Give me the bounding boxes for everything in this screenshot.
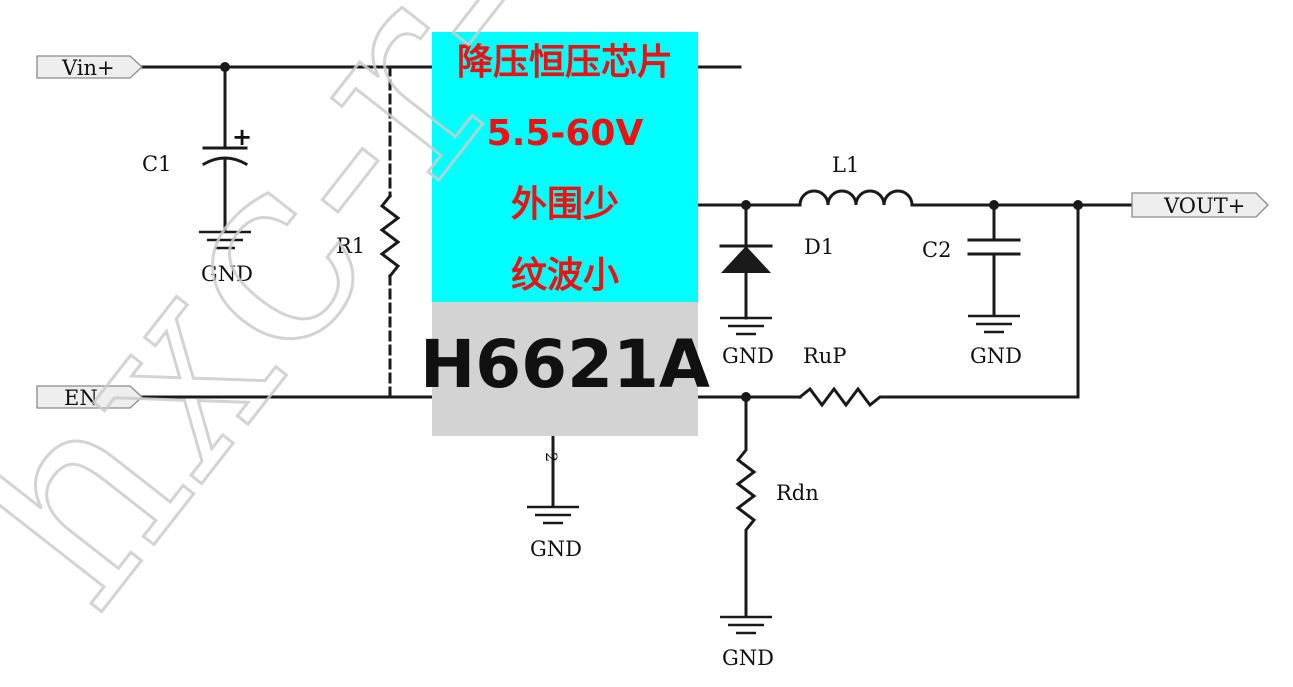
c2-label: C2 (922, 238, 951, 262)
rdn-label: Rdn (776, 481, 819, 505)
chip-feature-line-2: 5.5-60V (487, 113, 644, 154)
l1-inductor: L1 (798, 153, 914, 207)
ground-symbol-d1: GND (720, 316, 774, 368)
chip-feature-panel (432, 32, 698, 302)
vin-port-label: Vin+ (61, 56, 115, 80)
rup-label: RuP (803, 344, 846, 368)
gnd-label-d1: GND (722, 344, 774, 368)
r1-label: R1 (336, 234, 365, 258)
d1-diode: D1 (719, 203, 834, 320)
vin-port: Vin+ (36, 55, 143, 80)
c1-label: C1 (142, 152, 171, 176)
c1-polarity-mark: + (232, 123, 252, 151)
chip-block: 降压恒压芯片 5.5-60V 外围少 纹波小 H6621A (420, 32, 710, 436)
r1-resistor: R1 (336, 65, 401, 399)
c2-capacitor: C2 (922, 203, 1021, 317)
gnd-label-chip: GND (530, 537, 582, 561)
en-port-label: EN (64, 386, 98, 410)
ground-symbol-rdn: GND (720, 615, 774, 670)
chip-part-panel (432, 302, 698, 436)
d1-label: D1 (804, 235, 834, 259)
chip-feature-line-3: 外围少 (511, 184, 619, 225)
chip-feature-line-4: 纹波小 (511, 255, 619, 296)
en-port: EN (36, 385, 143, 410)
gnd-label-c1: GND (201, 262, 253, 286)
c1-capacitor: + C1 (142, 65, 252, 232)
gnd-label-rdn: GND (722, 646, 774, 670)
chip-feature-line-1: 降压恒压芯片 (457, 42, 673, 83)
ground-symbol-chip: GND (527, 505, 582, 561)
rdn-resistor: Rdn (735, 395, 819, 617)
l1-label: L1 (832, 153, 859, 177)
vout-port: VOUT+ (1131, 192, 1269, 218)
ground-symbol-c2: GND (968, 314, 1022, 368)
rup-resistor: RuP (797, 203, 1080, 408)
pin-2-label: 2 (542, 452, 561, 462)
gnd-label-c2: GND (970, 344, 1022, 368)
vout-port-label: VOUT+ (1163, 194, 1245, 218)
chip-gnd-pin: 2 (542, 434, 561, 507)
ground-symbol-c1: GND (199, 230, 253, 286)
chip-part-number: H6621A (420, 326, 710, 403)
